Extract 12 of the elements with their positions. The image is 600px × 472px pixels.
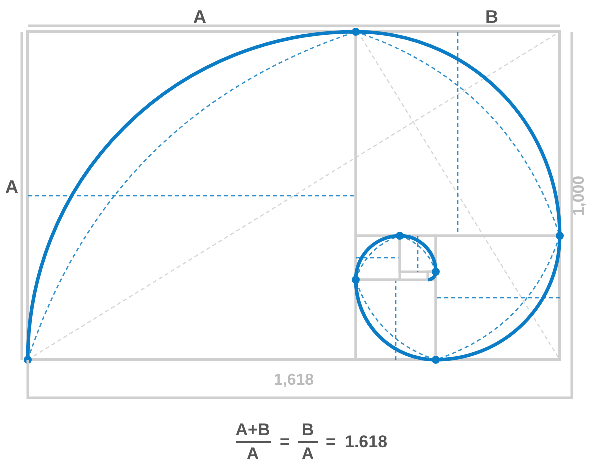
dimension-label: 1,000: [572, 176, 588, 216]
formula-numerator: A+B: [236, 422, 270, 438]
dimension-label: A: [6, 178, 18, 196]
formula-numerator: B: [302, 422, 314, 438]
equals-sign: =: [326, 434, 336, 450]
formula-denominator: A: [302, 446, 314, 462]
dimension-label: A: [194, 8, 206, 26]
dimension-label: 1,618: [274, 373, 314, 389]
equals-sign: =: [280, 434, 290, 450]
formula-denominator: A: [246, 446, 260, 462]
formula-value: 1.618: [345, 434, 388, 450]
dimension-label: B: [486, 8, 498, 26]
